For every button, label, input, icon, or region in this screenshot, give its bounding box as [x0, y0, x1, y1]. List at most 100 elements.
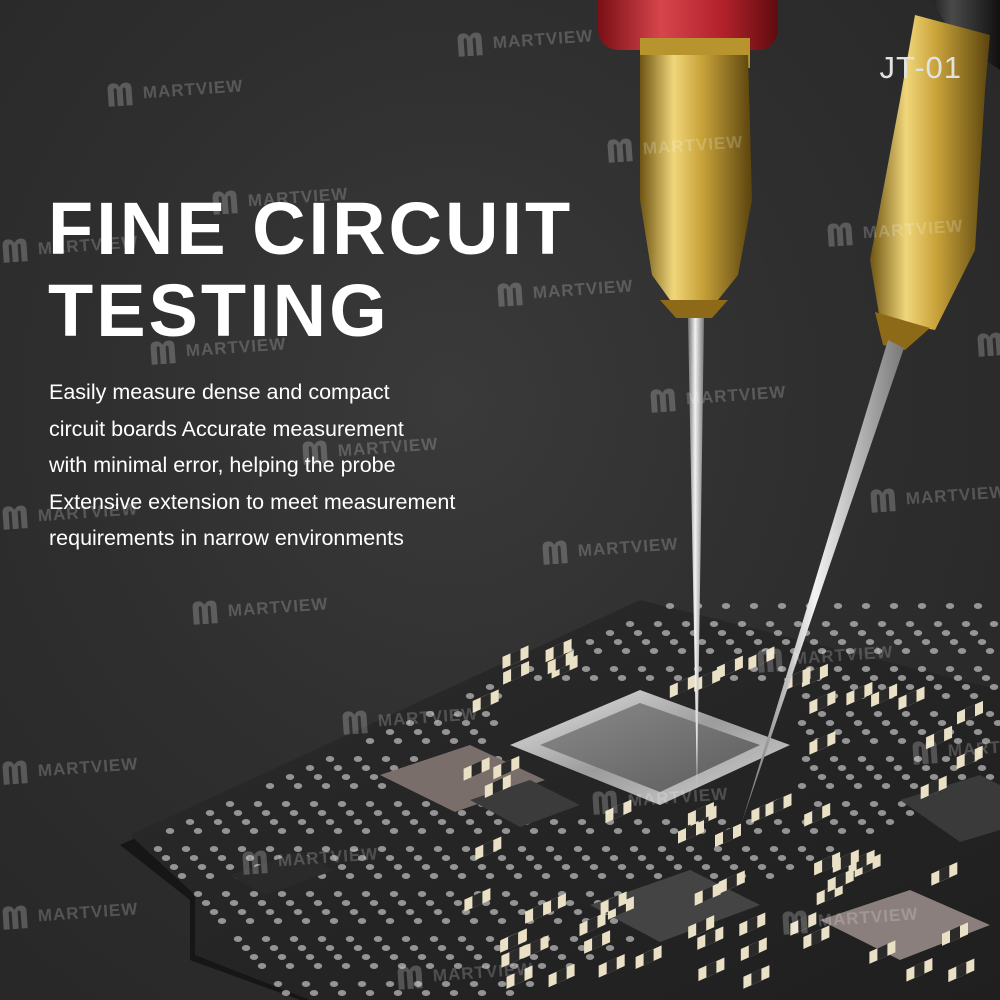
smd-component [547, 650, 574, 675]
smd-component [598, 954, 625, 978]
description-line: with minimal error, helping the probe [49, 453, 396, 477]
via-dot [405, 846, 415, 852]
via-dot [777, 855, 787, 861]
via-dot [949, 639, 959, 645]
via-dot [449, 738, 459, 744]
via-dot [461, 909, 471, 915]
via-dot [845, 774, 855, 780]
via-dot [465, 945, 475, 951]
via-dot [657, 846, 667, 852]
smd-component [500, 929, 527, 953]
via-dot [325, 945, 335, 951]
via-dot [785, 864, 795, 870]
via-dot [809, 765, 819, 771]
via-dot [301, 981, 311, 987]
via-dot [553, 918, 563, 924]
via-dot [781, 639, 791, 645]
via-dot [905, 684, 915, 690]
via-dot [189, 855, 199, 861]
smd-component [948, 958, 975, 983]
via-dot [385, 855, 395, 861]
description-line: circuit boards Accurate measurement [49, 416, 404, 441]
red-probe [598, 0, 778, 790]
via-dot [917, 603, 927, 609]
via-dot [465, 693, 475, 699]
headline-line-2: TESTING [48, 269, 390, 352]
via-dot [209, 909, 219, 915]
via-dot [153, 846, 163, 852]
via-dot [701, 864, 711, 870]
via-dot [445, 891, 455, 897]
via-dot [893, 639, 903, 645]
via-dot [313, 774, 323, 780]
smd-component [832, 849, 859, 873]
via-dot [921, 639, 931, 645]
via-dot [373, 936, 383, 942]
via-dot [845, 711, 855, 717]
via-dot [377, 846, 387, 852]
via-dot [305, 891, 315, 897]
via-dot [237, 846, 247, 852]
via-dot [737, 621, 747, 627]
via-dot [441, 729, 451, 735]
via-dot [261, 936, 271, 942]
brown-chip [380, 745, 545, 812]
via-dot [801, 756, 811, 762]
via-dot [193, 891, 203, 897]
via-dot [341, 774, 351, 780]
via-dot [341, 900, 351, 906]
via-dot [981, 675, 991, 681]
via-dot [505, 990, 515, 996]
via-dot [857, 630, 867, 636]
via-dot [613, 828, 623, 834]
via-dot [589, 675, 599, 681]
via-dot [417, 954, 427, 960]
via-dot [241, 945, 251, 951]
via-dot [985, 774, 995, 780]
via-dot [233, 810, 243, 816]
via-dot [989, 684, 999, 690]
via-dot [297, 945, 307, 951]
via-dot [389, 891, 399, 897]
via-dot [177, 873, 187, 879]
via-dot [425, 900, 435, 906]
via-dot [529, 954, 539, 960]
via-dot [717, 630, 727, 636]
via-dot [873, 774, 883, 780]
smd-component [475, 836, 502, 861]
via-dot [445, 828, 455, 834]
via-dot [241, 819, 251, 825]
via-dot [857, 819, 867, 825]
via-dot [677, 648, 687, 654]
via-dot [609, 666, 619, 672]
via-dot [585, 639, 595, 645]
via-dot [797, 720, 807, 726]
via-dot [945, 666, 955, 672]
via-dot [709, 873, 719, 879]
smd-component [502, 645, 529, 669]
via-dot [421, 864, 431, 870]
via-dot [169, 864, 179, 870]
via-dot [573, 846, 583, 852]
smd-component [501, 944, 528, 968]
smd-component [801, 663, 828, 688]
smd-component [548, 963, 575, 988]
via-dot [293, 783, 303, 789]
via-dot [645, 675, 655, 681]
via-dot [793, 621, 803, 627]
via-dot [625, 936, 635, 942]
smd-component [698, 957, 725, 982]
via-dot [449, 990, 459, 996]
via-dot [865, 639, 875, 645]
via-dot [357, 981, 367, 987]
via-dot [389, 954, 399, 960]
via-dot [661, 630, 671, 636]
smd-component [739, 912, 766, 937]
via-dot [625, 873, 635, 879]
via-dot [229, 900, 239, 906]
via-dot [561, 675, 571, 681]
smd-component [463, 757, 490, 781]
via-dot [361, 765, 371, 771]
via-dot [389, 828, 399, 834]
